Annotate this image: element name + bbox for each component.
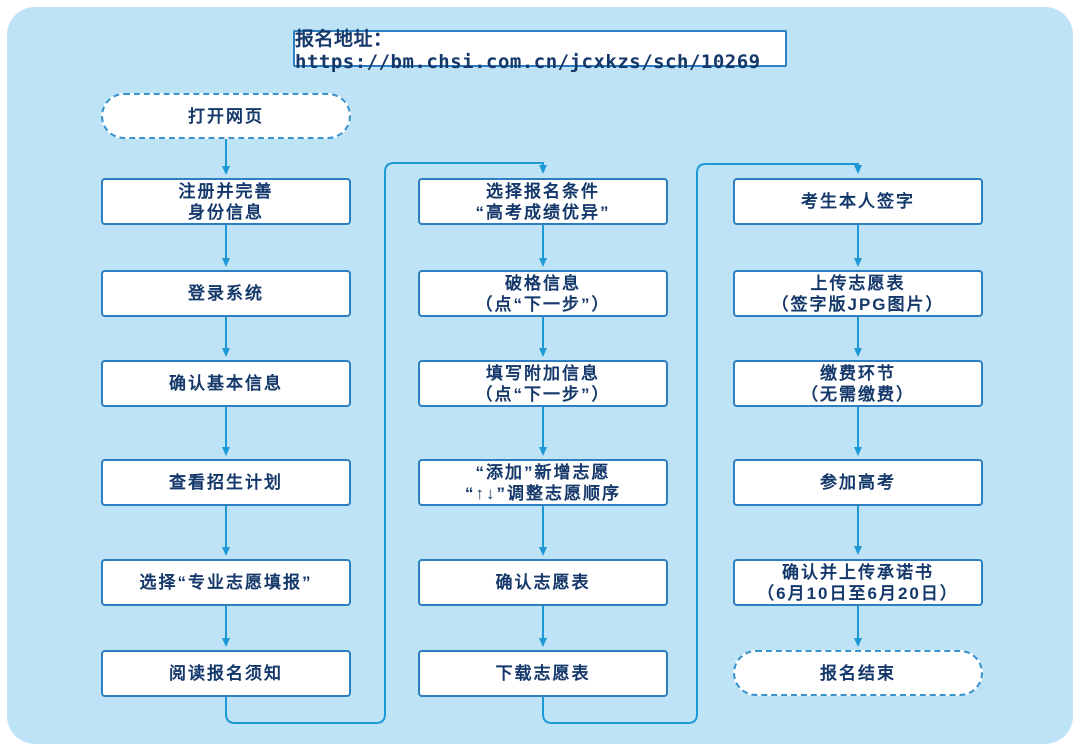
step-download-preference-form: 下载志愿表 <box>418 650 668 697</box>
step-label-line: 选择报名条件 <box>486 181 600 201</box>
step-confirm-preference-form: 确认志愿表 <box>418 559 668 606</box>
step-label-line: 确认志愿表 <box>495 573 591 592</box>
step-exception-info: 破格信息 （点“下一步”） <box>418 270 668 317</box>
step-register-profile: 注册并完善 身份信息 <box>101 178 351 225</box>
step-label-line: （点“下一步”） <box>475 384 611 404</box>
step-label-line: 确认并上传承诺书 <box>782 562 934 582</box>
step-select-registration-condition: 选择报名条件 “高考成绩优异” <box>418 178 668 225</box>
step-select-major-preference: 选择“专业志愿填报” <box>101 559 351 606</box>
step-label-line: 登录系统 <box>188 284 264 303</box>
registration-url-box: 报名地址：https://bm.chsi.com.cn/jcxkzs/sch/1… <box>293 28 787 73</box>
step-label-line: （无需缴费） <box>801 384 915 404</box>
step-upload-preference-form: 上传志愿表 （签字版JPG图片） <box>733 270 983 317</box>
step-payment-stage: 缴费环节 （无需缴费） <box>733 360 983 407</box>
step-fill-additional-info: 填写附加信息 （点“下一步”） <box>418 360 668 407</box>
step-label-line: 查看招生计划 <box>169 473 283 492</box>
step-label-line: 填写附加信息 <box>486 363 600 383</box>
step-label-line: 下载志愿表 <box>495 664 591 683</box>
step-add-adjust-preferences: “添加”新增志愿 “↑↓”调整志愿顺序 <box>418 459 668 506</box>
step-login-system: 登录系统 <box>101 270 351 317</box>
step-view-enrollment-plan: 查看招生计划 <box>101 459 351 506</box>
step-label-line: “添加”新增志愿 <box>475 462 611 482</box>
step-upload-commitment-letter: 确认并上传承诺书 （6月10日至6月20日） <box>733 559 983 606</box>
step-candidate-signature: 考生本人签字 <box>733 178 983 225</box>
step-label-line: （点“下一步”） <box>475 294 611 314</box>
step-open-webpage: 打开网页 <box>101 93 351 139</box>
step-read-registration-notice: 阅读报名须知 <box>101 650 351 697</box>
step-label-line: 上传志愿表 <box>810 273 906 293</box>
step-label-line: （签字版JPG图片） <box>771 294 945 314</box>
step-label-line: 参加高考 <box>820 473 896 492</box>
step-label-line: 考生本人签字 <box>801 192 915 211</box>
step-registration-finished: 报名结束 <box>733 650 983 696</box>
step-label-line: 破格信息 <box>505 273 581 293</box>
registration-url-text: 报名地址：https://bm.chsi.com.cn/jcxkzs/sch/1… <box>295 28 761 73</box>
step-label-line: 选择“专业志愿填报” <box>139 573 313 592</box>
step-label-line: （6月10日至6月20日） <box>757 583 959 603</box>
step-label-line: 身份信息 <box>188 202 264 222</box>
step-take-gaokao: 参加高考 <box>733 459 983 506</box>
step-label-line: 阅读报名须知 <box>169 664 283 683</box>
step-label-line: 报名结束 <box>820 663 896 683</box>
step-confirm-basic-info: 确认基本信息 <box>101 360 351 407</box>
step-label-line: 确认基本信息 <box>169 374 283 393</box>
step-label-line: “↑↓”调整志愿顺序 <box>465 483 621 503</box>
step-label-line: 打开网页 <box>188 106 264 126</box>
step-label-line: 缴费环节 <box>820 363 896 383</box>
step-label-line: 注册并完善 <box>178 181 274 201</box>
step-label-line: “高考成绩优异” <box>475 202 611 222</box>
